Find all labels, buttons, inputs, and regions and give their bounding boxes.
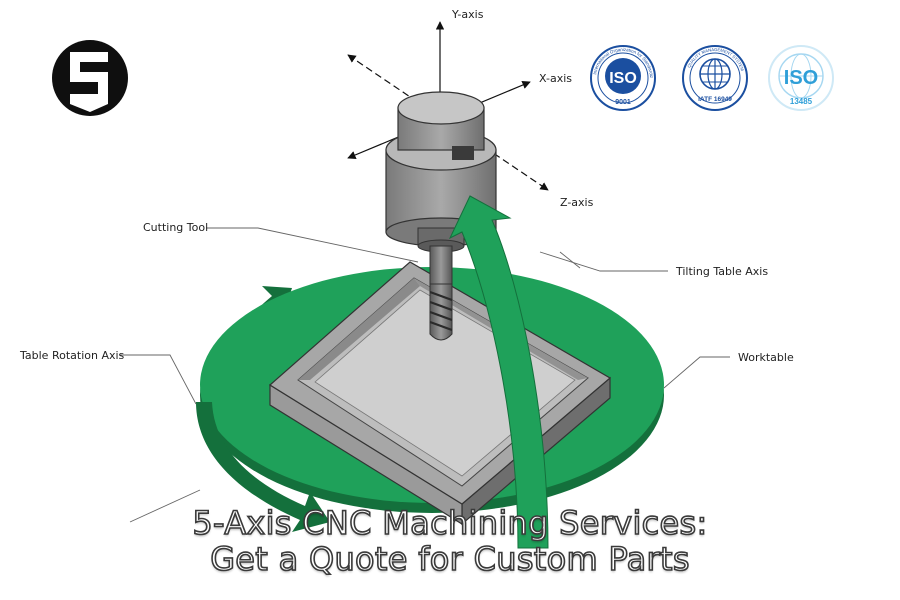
headline-line-1: 5-Axis CNC Machining Services: — [192, 504, 709, 542]
shield-s-logo-icon — [52, 40, 128, 116]
badge-iatf-number: IATF 16949 — [698, 96, 732, 103]
globe-icon — [699, 58, 731, 90]
rotation-arrow-front — [196, 402, 330, 532]
badge-iso-13485-main: ISO — [784, 67, 818, 89]
worktable-label: Worktable — [738, 351, 794, 364]
badge-iso-13485-number: 13485 — [790, 97, 813, 106]
table-rotation-axis-label: Table Rotation Axis — [19, 349, 125, 362]
badge-iso-9001-number: 9001 — [615, 99, 631, 106]
cutting-tool — [429, 245, 453, 341]
badge-iso-13485: ISO 13485 — [768, 45, 834, 111]
globe-icon — [778, 53, 824, 99]
y-axis-label: Y-axis — [451, 8, 484, 21]
callout-lines — [120, 227, 730, 523]
tilting-table-axis-label: Tilting Table Axis — [675, 265, 768, 278]
z-axis-label: Z-axis — [560, 196, 594, 209]
headline-line-2: Get a Quote for Custom Parts — [209, 540, 690, 578]
badge-iatf-16949: IATF 16949 QUALITY MANAGEMENT SYSTEM — [682, 45, 748, 111]
x-axis-label: X-axis — [539, 72, 572, 85]
badge-iso-9001-main: ISO — [609, 70, 637, 87]
cutting-tool-label: Cutting Tool — [143, 221, 208, 234]
tilt-arrow — [448, 195, 549, 549]
